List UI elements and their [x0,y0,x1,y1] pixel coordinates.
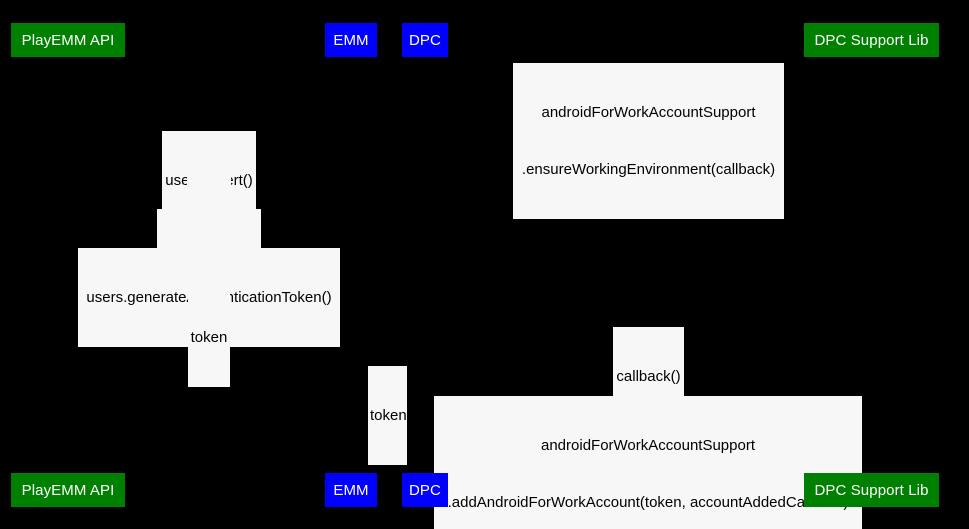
message-token-1: token [188,288,230,387]
message-line-2: .ensureWorkingEnvironment(callback) [521,161,776,178]
participant-label: PlayEMM API [21,31,115,49]
participant-label: DPC Support Lib [814,31,929,49]
participant-label: DPC [409,481,441,499]
participant-top-playemm-api[interactable]: PlayEMM API [11,23,125,57]
message-line-1: androidForWorkAccountSupport [541,437,755,454]
lifeline-emm [350,57,351,465]
participant-label: DPC [409,31,441,49]
participant-top-dpc[interactable]: DPC [402,23,448,57]
participant-top-dpc-support-lib[interactable]: DPC Support Lib [804,23,939,57]
lifeline-dpc [424,57,425,465]
participant-bottom-dpc-support-lib[interactable]: DPC Support Lib [804,473,939,507]
message-ensure-working-environment: androidForWorkAccountSupport .ensureWork… [513,63,784,219]
participant-label: EMM [333,481,369,499]
lifeline-dpc-support-lib [871,57,872,465]
message-line-1: token [190,329,228,346]
message-line-1: token [370,407,407,424]
message-line-1: androidForWorkAccountSupport [541,104,756,121]
participant-top-emm[interactable]: EMM [325,23,377,57]
participant-bottom-dpc[interactable]: DPC [402,473,448,507]
participant-label: DPC Support Lib [814,481,929,499]
message-line-2: .addAndroidForWorkAccount(token, account… [447,494,849,511]
participant-bottom-playemm-api[interactable]: PlayEMM API [11,473,125,507]
participant-label: EMM [333,31,369,49]
message-line-1: callback() [616,368,681,385]
participant-label: PlayEMM API [21,481,115,499]
participant-bottom-emm[interactable]: EMM [325,473,377,507]
message-add-android-for-work-account: androidForWorkAccountSupport .addAndroid… [434,396,862,529]
lifeline-playemm-api [67,57,68,465]
message-token-2: token [368,366,407,465]
